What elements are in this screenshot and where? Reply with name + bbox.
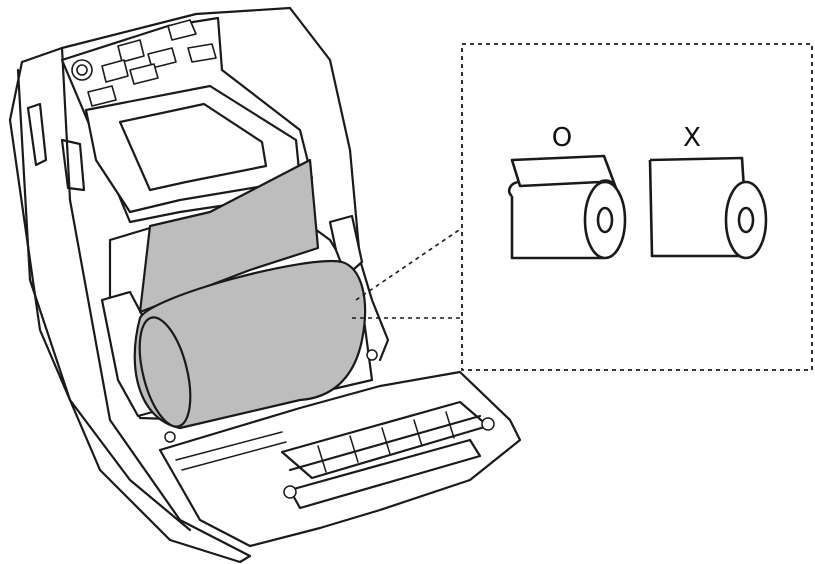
callout-leaders: [352, 227, 463, 319]
callout-box: O X: [461, 43, 813, 371]
media-web: [138, 158, 320, 314]
correct-label: O: [552, 123, 572, 153]
menu-button[interactable]: [187, 43, 217, 63]
nav-left-button[interactable]: [101, 59, 129, 83]
roll-paper-feeding-from-top-icon: [507, 154, 627, 260]
printer-side-notch: [60, 138, 86, 192]
printer-illustration: [8, 6, 522, 564]
incorrect-orientation: X: [648, 123, 768, 260]
nav-down-button[interactable]: [129, 63, 159, 85]
nav-right-button[interactable]: [147, 47, 177, 69]
lcd-screen: [118, 102, 268, 192]
leader-line-upper: [355, 227, 463, 301]
platen-ribs: [317, 411, 455, 473]
correct-orientation: O: [507, 123, 627, 260]
nav-up-button[interactable]: [117, 39, 145, 63]
media-roll: [133, 259, 367, 430]
door-details: [164, 349, 495, 499]
select-button[interactable]: [167, 19, 197, 41]
feed-button[interactable]: [87, 85, 117, 107]
printer-side-detail: [26, 102, 48, 167]
incorrect-label: X: [683, 123, 701, 153]
tear-bar: [288, 438, 482, 510]
platen-roller-shaft: [288, 414, 482, 472]
power-button-inner: [76, 64, 88, 76]
roll-paper-feeding-from-bottom-icon: [648, 156, 768, 260]
printer-side-rim: [16, 68, 192, 532]
keypad: [71, 19, 217, 107]
